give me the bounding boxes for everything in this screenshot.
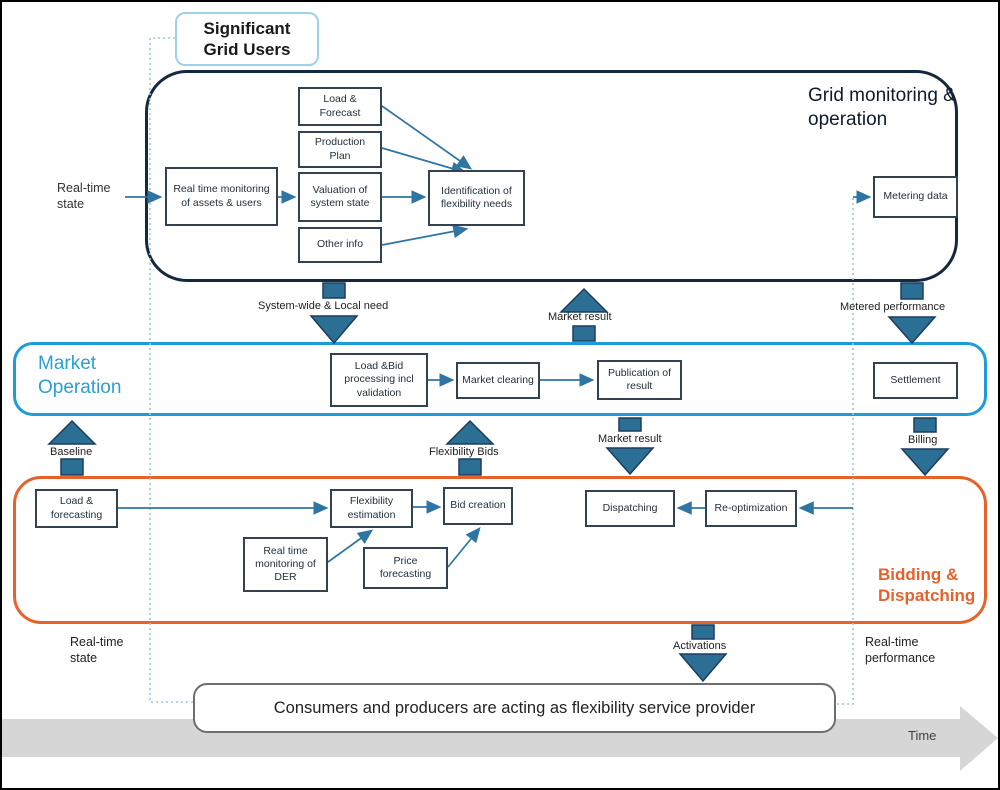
activations-label: Activations	[673, 640, 727, 652]
box-production-plan: Production Plan	[298, 131, 382, 168]
metered-performance-label: Metered performance	[840, 301, 946, 313]
box-load-forecast: Load & Forecast	[298, 87, 382, 126]
box-publication-result: Publication of result	[597, 360, 682, 400]
box-settlement: Settlement	[873, 362, 958, 399]
box-valuation: Valuation of system state	[298, 172, 382, 222]
box-dispatching: Dispatching	[585, 490, 675, 527]
box-reoptimization: Re-optimization	[705, 490, 797, 527]
grid-section-title: Grid monitoring & operation	[808, 85, 956, 130]
market-operation-section	[13, 342, 987, 416]
box-flexibility-estimation: Flexibility estimation	[330, 489, 413, 528]
system-wide-label: System-wide & Local need	[258, 300, 389, 312]
market-result-up-label: Market result	[548, 311, 612, 323]
market-section-title: Market Operation	[38, 353, 122, 398]
box-realtime-monitoring: Real time monitoring of assets & users	[165, 167, 278, 226]
baseline-label: Baseline	[50, 446, 93, 458]
flexibility-bids-label: Flexibility Bids	[429, 446, 499, 458]
box-market-clearing: Market clearing	[456, 362, 540, 399]
realtime-performance-label: Real-time performance	[865, 635, 936, 666]
box-metering-data: Metering data	[873, 176, 958, 218]
bidding-dispatching-section	[13, 476, 987, 624]
box-bid-creation: Bid creation	[443, 487, 513, 525]
box-identification: Identification of flexibility needs	[428, 170, 525, 226]
time-label: Time	[908, 728, 937, 743]
box-der-monitoring: Real time monitoring of DER	[243, 537, 328, 592]
significant-grid-users-label: Significant Grid Users	[203, 18, 291, 59]
realtime-state-top-label: Real-time state	[57, 181, 111, 212]
realtime-state-bottom-label: Real-time state	[70, 635, 124, 666]
consumers-banner-label: Consumers and producers are acting as fl…	[273, 698, 756, 717]
billing-label: Billing	[908, 434, 938, 446]
box-price-forecasting: Price forecasting	[363, 547, 448, 589]
box-load-forecasting: Load & forecasting	[35, 489, 118, 528]
market-result-down-label: Market result	[598, 433, 662, 445]
box-other-info: Other info	[298, 227, 382, 263]
box-load-bid-processing: Load &Bid processing incl validation	[330, 353, 428, 407]
consumers-banner: Consumers and producers are acting as fl…	[193, 683, 836, 733]
bidding-section-title: Bidding & Dispatching	[878, 565, 976, 606]
significant-grid-users-box: Significant Grid Users	[175, 12, 319, 66]
